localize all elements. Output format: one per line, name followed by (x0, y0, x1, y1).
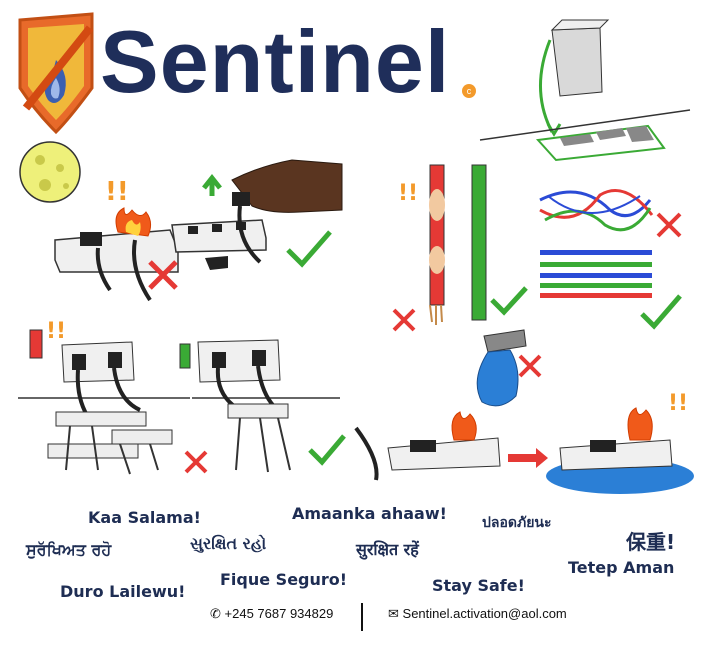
phrase-gujarati: સુરક્ષિત રહો (190, 534, 267, 553)
water-hazard-panel: !! (354, 329, 694, 494)
bin-floor-panel (479, 19, 691, 162)
cable-tangle-panel (539, 189, 682, 330)
moon-icon (19, 141, 81, 203)
overload-socket-panel: !! (18, 319, 208, 475)
phrase-chinese: 保重! (626, 530, 676, 554)
phrase-swahili: Kaa Salama! (88, 508, 201, 527)
email-address: Sentinel.activation@aol.com (402, 606, 567, 621)
fire-extension-panel: !! (54, 177, 179, 302)
correct-socket-panel (179, 339, 346, 473)
svg-text:!!: !! (46, 319, 66, 344)
phrase-yoruba: Duro Lailewu! (60, 582, 186, 601)
phrase-somali: Amaanka ahaaw! (292, 504, 447, 523)
phrase-malay: Tetep Aman (568, 558, 675, 577)
phrase-hindi: सुरक्षित रहें (356, 540, 419, 559)
phrase-portuguese: Fique Seguro! (220, 570, 348, 589)
phrase-english: Stay Safe! (432, 576, 525, 595)
contact-divider (361, 603, 363, 631)
phone-icon: ✆ (210, 606, 221, 621)
phrase-punjabi: ਸੁਰੱਖਿਅਤ ਰਹੋ (26, 540, 112, 559)
phone-contact[interactable]: ✆ +245 7687 934829 (210, 606, 333, 622)
svg-text:!!: !! (668, 391, 688, 416)
phrase-thai: ปลอดภัยนะ (482, 515, 552, 531)
email-contact[interactable]: ✉ Sentinel.activation@aol.com (388, 606, 567, 622)
svg-text:!!: !! (398, 181, 418, 206)
wire-comparison-panel: !! (392, 164, 528, 332)
brand-name: Sentinel (100, 12, 451, 111)
phone-number: +245 7687 934829 (224, 606, 334, 621)
sentinel-logo-icon (18, 12, 94, 135)
unplug-panel (171, 159, 343, 270)
envelope-icon: ✉ (388, 606, 399, 621)
brand-mark: c (462, 84, 476, 98)
svg-text:!!: !! (105, 177, 129, 207)
